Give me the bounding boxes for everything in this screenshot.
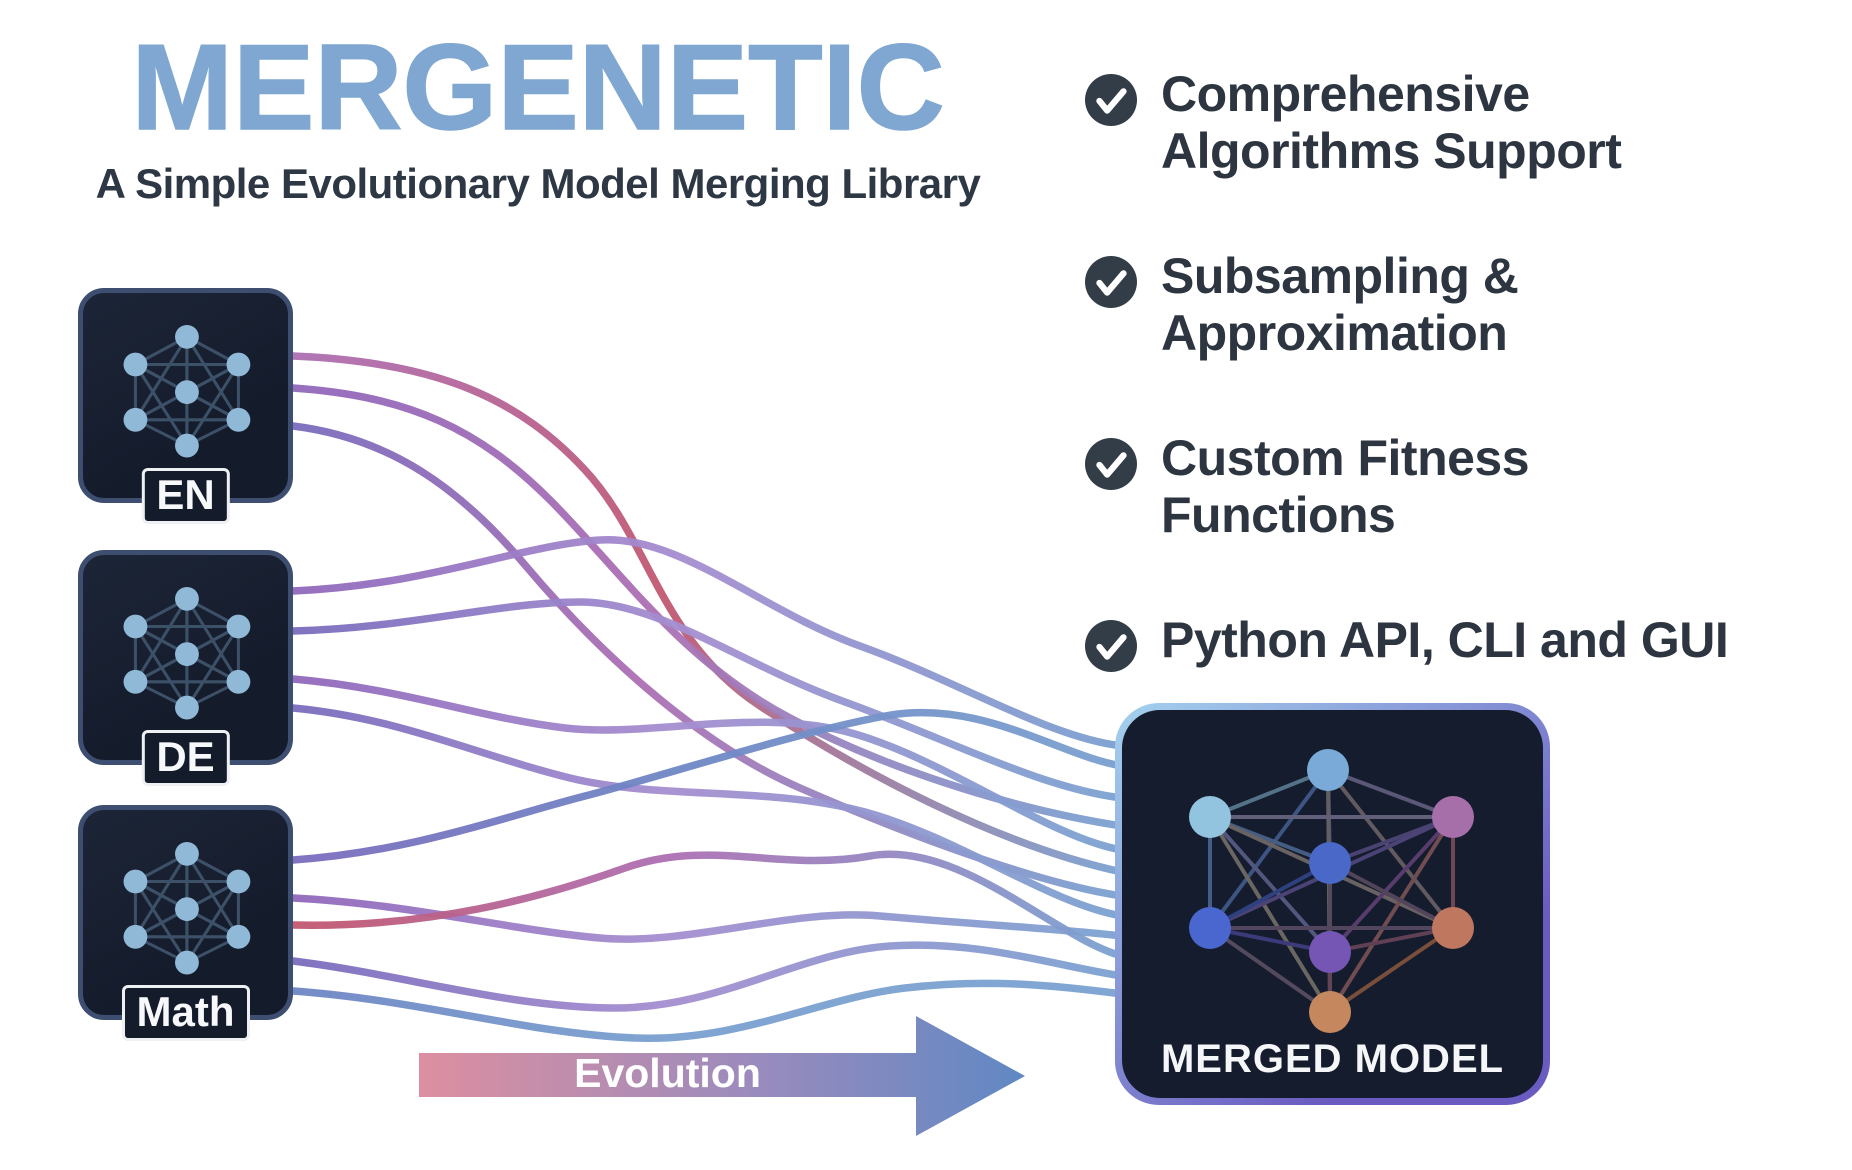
neural-network-icon xyxy=(123,841,251,975)
checkmark-icon xyxy=(1085,438,1137,490)
merged-model-inner: MERGED MODEL xyxy=(1122,710,1543,1098)
model-box-math: Math xyxy=(78,805,293,1041)
feature-item: Comprehensive Algorithms Support xyxy=(1085,66,1845,180)
evolution-arrow-label: Evolution xyxy=(574,1049,761,1096)
feature-item: Subsampling & Approximation xyxy=(1085,248,1845,362)
checkmark-icon xyxy=(1085,74,1137,126)
checkmark-icon xyxy=(1085,620,1137,672)
merged-model-box: MERGED MODEL xyxy=(1115,703,1550,1105)
feature-item: Python API, CLI and GUI xyxy=(1085,612,1845,672)
model-label-en: EN xyxy=(141,467,230,524)
model-label-math: Math xyxy=(121,984,250,1041)
model-label-de: DE xyxy=(141,729,230,786)
page-title: MERGENETIC xyxy=(131,19,946,155)
model-box-en: EN xyxy=(78,288,293,524)
feature-label: Python API, CLI and GUI xyxy=(1161,612,1729,668)
model-box-de: DE xyxy=(78,550,293,786)
neural-network-icon xyxy=(123,586,251,720)
feature-label: Subsampling & Approximation xyxy=(1161,248,1519,361)
neural-network-icon xyxy=(123,324,251,458)
feature-item: Custom Fitness Functions xyxy=(1085,430,1845,544)
feature-list: Comprehensive Algorithms Support Subsamp… xyxy=(1085,66,1845,672)
header: MERGENETIC A Simple Evolutionary Model M… xyxy=(18,19,1058,208)
checkmark-icon xyxy=(1085,256,1137,308)
page-subtitle: A Simple Evolutionary Model Merging Libr… xyxy=(95,160,981,207)
merged-model-label: MERGED MODEL xyxy=(1160,1037,1505,1081)
arrow-graphic xyxy=(419,1016,1025,1136)
feature-label: Comprehensive Algorithms Support xyxy=(1161,66,1622,179)
evolution-arrow: Evolution xyxy=(419,1014,1031,1138)
feature-label: Custom Fitness Functions xyxy=(1161,430,1530,543)
merged-network-icon xyxy=(1189,749,1474,1033)
